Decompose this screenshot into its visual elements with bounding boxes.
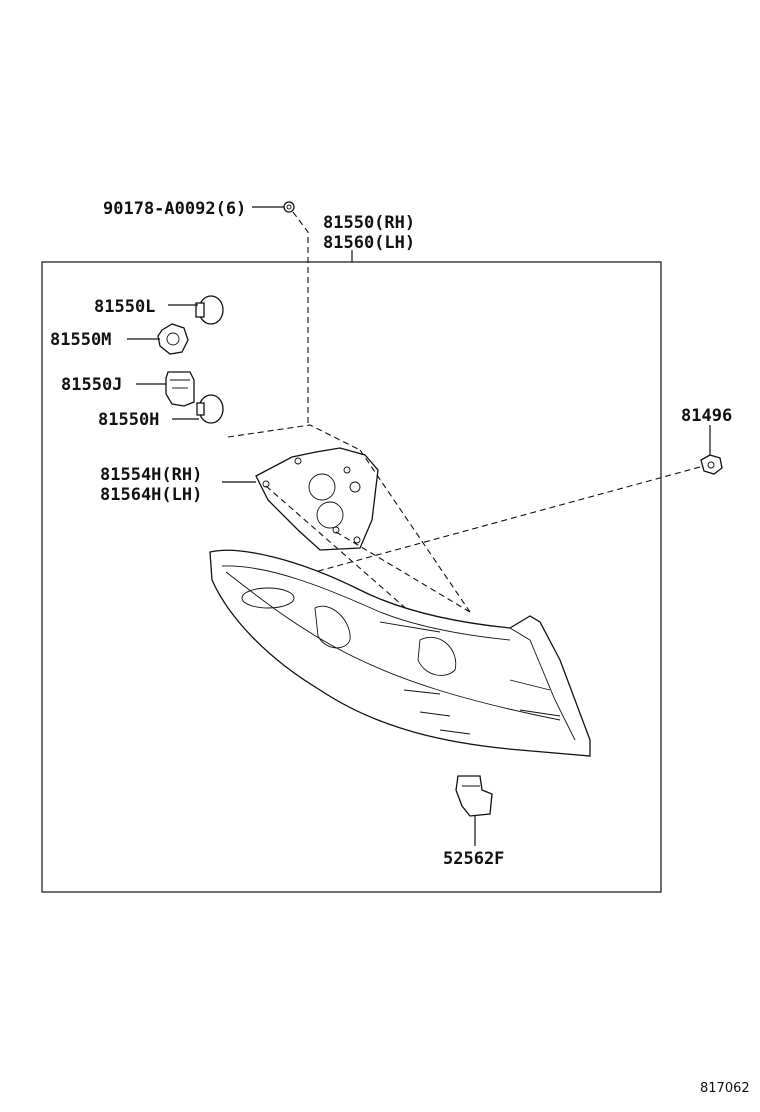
gasket-dash-3 [359, 449, 471, 613]
tail-lamp-part [209, 549, 591, 757]
label-socket-j: 81550J [61, 375, 122, 395]
bulb-l-part [195, 295, 224, 325]
label-socket-m: 81550M [50, 330, 111, 350]
assembly-frame [41, 261, 662, 893]
label-clip: 52562F [443, 849, 504, 869]
screw-dashed-line [292, 211, 309, 425]
bulb-h-part [196, 394, 224, 424]
label-bulb-h: 81550H [98, 410, 159, 430]
gasket-dash-2 [335, 531, 471, 613]
label-bulb-l: 81550L [94, 297, 155, 317]
label-lamp-lh: 81560(LH) [323, 233, 415, 253]
gasket-part [255, 447, 379, 551]
socket-j-part [165, 371, 195, 407]
nut-dashed-line [299, 466, 701, 577]
projection-top [227, 424, 361, 451]
label-screw: 90178-A0092(6) [103, 199, 246, 219]
screw-part [283, 201, 295, 213]
label-nut: 81496 [681, 406, 732, 426]
diagram-id: 817062 [700, 1081, 750, 1096]
socket-m-part [157, 323, 189, 355]
label-lamp-rh: 81550(RH) [323, 213, 415, 233]
label-gasket-rh: 81554H(RH) [100, 465, 202, 485]
clip-part [455, 775, 493, 817]
gasket-dash-1 [265, 485, 411, 613]
label-gasket-lh: 81564H(LH) [100, 485, 202, 505]
nut-part [700, 454, 723, 475]
